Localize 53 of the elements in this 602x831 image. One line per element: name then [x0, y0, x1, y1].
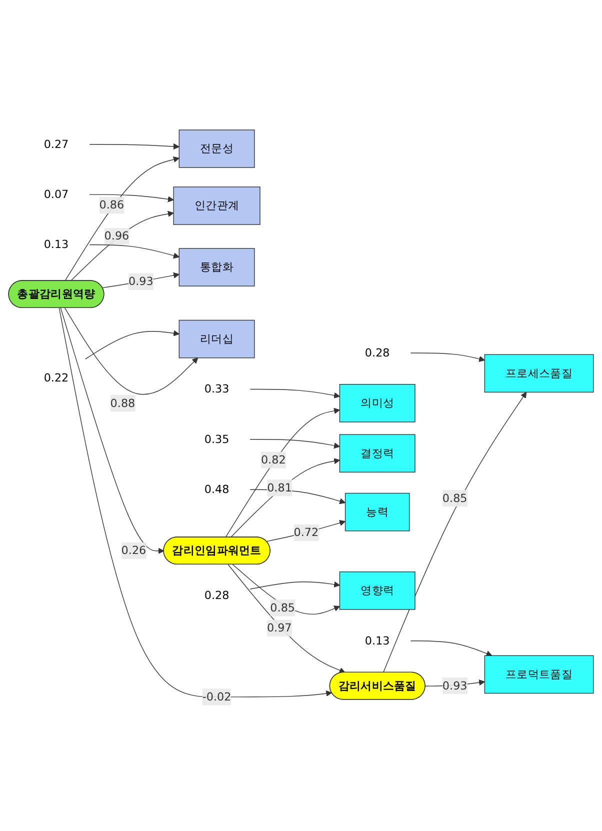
node-text: 0.07: [44, 188, 69, 201]
node-box: 능력: [344, 492, 410, 532]
arrow: [382, 392, 527, 673]
arrow: [232, 564, 340, 615]
arrow: [228, 564, 346, 674]
arrow: [89, 143, 180, 150]
node-box: 전문성: [178, 130, 255, 168]
edge-label: 0.26: [121, 544, 146, 557]
node-box: 결정력: [339, 434, 416, 473]
node-box: 프로세스품질: [484, 354, 594, 393]
node-box: 프로덕트품질: [484, 655, 594, 694]
node-text: 0.35: [204, 432, 230, 446]
edge-label: 0.93: [128, 274, 154, 288]
edge-label: -0.02: [202, 690, 232, 704]
edge-label: 0.96: [104, 229, 130, 242]
edge-label: 0.97: [266, 621, 292, 634]
arrow: [60, 308, 164, 554]
arrow: [64, 308, 198, 395]
edge-label: 0.72: [294, 526, 319, 540]
arrow: [64, 156, 180, 282]
node-text: 0.28: [204, 588, 230, 602]
node-box: 리더십: [178, 320, 255, 358]
node-text: 0.28: [364, 346, 390, 360]
arrow: [58, 308, 332, 698]
arrow: [225, 408, 340, 538]
node-text: 0.22: [44, 370, 69, 384]
arrow: [266, 520, 346, 542]
node-box: 의미성: [339, 384, 416, 422]
node-box: 인간관계: [173, 186, 260, 225]
arrow: [410, 640, 492, 656]
node-text: 0.13: [44, 238, 69, 252]
arrow: [85, 330, 180, 360]
edge-label: 0.85: [270, 600, 296, 614]
node-text: 0.48: [204, 482, 230, 496]
node-text: 0.27: [44, 137, 69, 151]
node-box: 영향력: [339, 572, 416, 610]
edge-label: 0.81: [267, 480, 292, 494]
arrow: [250, 439, 340, 449]
arrow: [250, 581, 340, 590]
edge-label: 0.86: [99, 198, 124, 212]
arrow: [89, 244, 180, 259]
arrow: [410, 352, 485, 362]
arrow: [230, 458, 340, 538]
arrow: [70, 210, 174, 282]
edge-label: 0.82: [260, 453, 286, 466]
node-box: 통합화: [178, 248, 255, 286]
arrow: [89, 194, 174, 202]
node-text: 0.33: [204, 382, 230, 396]
arrow: [250, 388, 340, 398]
edge-label: 0.85: [442, 491, 468, 505]
edge-label: 0.93: [442, 678, 468, 692]
edge-label: 0.88: [110, 396, 136, 410]
node-text: 0.13: [364, 634, 390, 648]
